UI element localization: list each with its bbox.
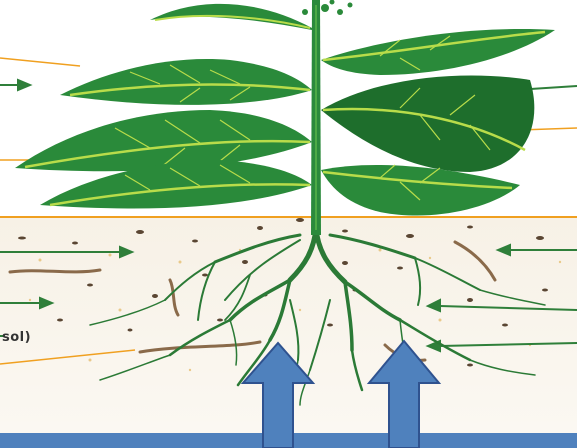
stem <box>311 0 321 235</box>
leaf <box>60 59 312 105</box>
flower-buds <box>302 0 353 15</box>
pointer-arrow <box>0 80 30 90</box>
partial-label: sol) <box>2 330 31 345</box>
leaf <box>321 165 520 216</box>
leaf <box>15 110 312 171</box>
leaves <box>15 0 555 216</box>
leaf <box>321 75 534 172</box>
leaf <box>321 29 555 75</box>
leaf <box>150 4 312 30</box>
